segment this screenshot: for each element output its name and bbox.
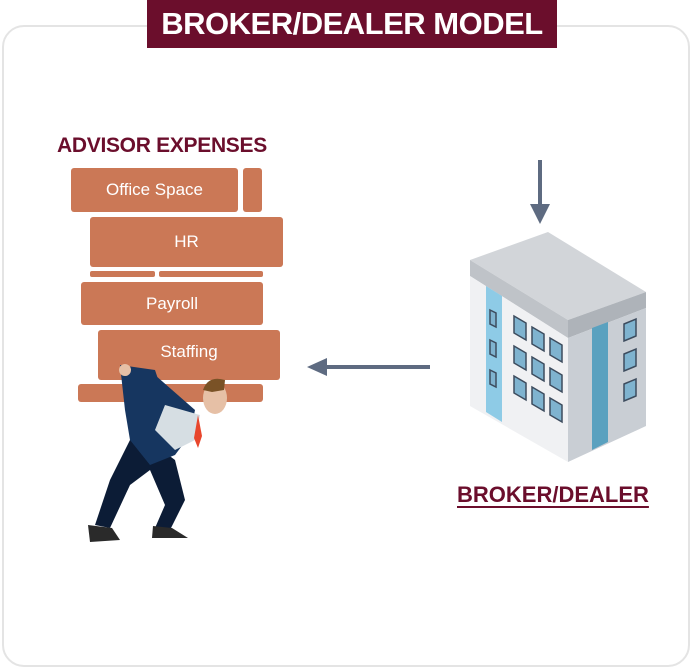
brick-payroll: Payroll	[81, 282, 263, 325]
page-title: BROKER/DEALER MODEL	[147, 0, 557, 48]
arrow-down-icon	[530, 160, 550, 224]
brick-office-space: Office Space	[71, 168, 238, 212]
brick-thin	[159, 271, 263, 277]
brick-filler	[243, 168, 262, 212]
brick-thin	[90, 271, 155, 277]
broker-dealer-label: BROKER/DEALER	[457, 482, 649, 507]
businessman-illustration	[88, 364, 227, 542]
brick-hr: HR	[90, 217, 283, 267]
advisor-expenses-heading: ADVISOR EXPENSES	[57, 134, 267, 157]
building-icon	[470, 232, 646, 462]
arrow-left-icon	[307, 358, 430, 376]
